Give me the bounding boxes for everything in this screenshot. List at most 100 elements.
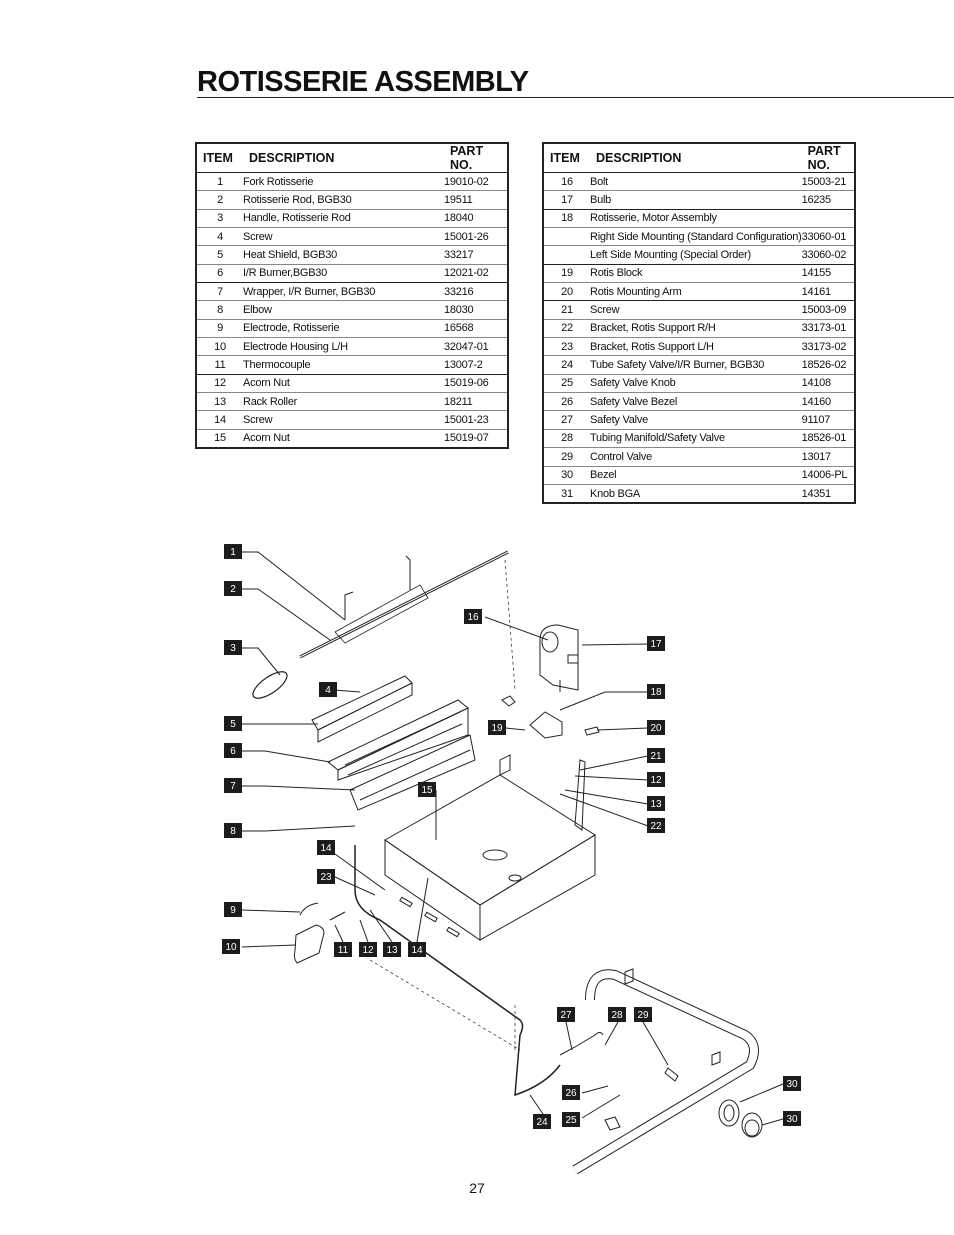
callout-number: 14 — [320, 843, 332, 854]
part-no-cell: 14160 — [801, 392, 854, 412]
callout-number: 15 — [421, 785, 433, 796]
part-no-cell: 18526-01 — [801, 429, 854, 449]
description-cell: Bracket, Rotis Support R/H — [590, 319, 802, 339]
callout-label: 8 — [224, 823, 242, 838]
callout-number: 13 — [386, 945, 398, 956]
part-no-cell: 91107 — [801, 410, 854, 430]
callout-label: 27 — [557, 1007, 575, 1022]
item-cell: 15 — [214, 432, 226, 445]
callout-label: 14 — [408, 942, 426, 957]
description-cell: Bezel — [590, 466, 802, 485]
description-cell: Electrode, Rotisserie — [243, 319, 444, 339]
title-rule — [197, 97, 954, 98]
electrode-drawing — [293, 902, 346, 964]
description-cell: Screw — [243, 410, 444, 430]
callout-label: 5 — [224, 716, 242, 731]
description-header: DESCRIPTION — [243, 144, 444, 173]
callout-label: 9 — [224, 902, 242, 917]
part-no-cell: 33060-01 — [801, 227, 854, 247]
callout-label: 22 — [647, 818, 665, 833]
callout-number: 24 — [536, 1117, 548, 1128]
item-cell: 23 — [544, 337, 590, 357]
callout-number: 26 — [565, 1088, 577, 1099]
part-no-cell: 15003-09 — [801, 300, 854, 320]
callout-label: 7 — [224, 778, 242, 793]
callout-number: 13 — [650, 799, 662, 810]
callout-label: 18 — [647, 684, 665, 699]
description-cell: Fork Rotisserie — [243, 172, 444, 192]
callout-number: 19 — [491, 723, 503, 734]
callout-label: 14 — [317, 840, 335, 855]
description-cell: Rotis Mounting Arm — [590, 282, 802, 302]
part-no-cell: 14155 — [801, 264, 854, 284]
callout-number: 12 — [362, 945, 374, 956]
item-cell: 29 — [544, 447, 590, 467]
part-no-cell: 14161 — [801, 282, 854, 302]
callout-number: 29 — [637, 1010, 649, 1021]
bezel-knob-drawing — [718, 1099, 763, 1138]
description-cell: Rotis Block — [590, 264, 802, 284]
part-no-cell: 33217 — [444, 245, 507, 265]
table-row: Right Side Mounting (Standard Configurat… — [544, 227, 854, 247]
callout-label: 17 — [647, 636, 665, 651]
callout-number: 11 — [338, 945, 349, 956]
description-cell: Rotisserie Rod, BGB30 — [243, 190, 444, 210]
description-cell: Acorn Nut — [243, 432, 290, 445]
callout-number: 2 — [230, 584, 236, 595]
description-cell: Control Valve — [590, 447, 802, 467]
item-cell: 27 — [544, 410, 590, 430]
part-no-cell: 18040 — [444, 209, 507, 229]
ir-burner-drawing — [327, 699, 469, 781]
item-cell: 20 — [544, 282, 590, 302]
callout-label: 24 — [533, 1114, 551, 1129]
item-cell: 28 — [544, 429, 590, 449]
item-cell: 19 — [544, 264, 590, 284]
item-cell: 8 — [197, 300, 243, 320]
heat-shield-drawing — [311, 675, 413, 743]
callout-number: 21 — [650, 751, 662, 762]
callout-label: 28 — [608, 1007, 626, 1022]
item-cell: 30 — [544, 466, 590, 485]
part-no-header: PART NO. — [801, 144, 854, 173]
item-cell: 11 — [197, 355, 243, 375]
description-cell: Bolt — [590, 172, 802, 192]
part-no-cell: 14006-PL — [801, 466, 854, 485]
item-header: ITEM — [544, 144, 590, 173]
item-header: ITEM — [197, 144, 243, 173]
description-cell: Left Side Mounting (Special Order) — [590, 245, 802, 265]
item-cell: 17 — [544, 190, 590, 210]
part-no-cell: 14108 — [801, 374, 854, 394]
callout-label: 15 — [418, 782, 436, 797]
callout-number: 12 — [650, 775, 662, 786]
item-cell: 3 — [197, 209, 243, 229]
callout-label: 30 — [783, 1111, 801, 1126]
callout-number: 18 — [650, 687, 662, 698]
part-no-cell: 18211 — [444, 392, 507, 412]
item-cell: 16 — [544, 172, 590, 192]
part-no-cell: 33216 — [444, 282, 507, 302]
item-cell: 18 — [544, 209, 590, 229]
description-cell: Heat Shield, BGB30 — [243, 245, 444, 265]
page-title: ROTISSERIE ASSEMBLY — [197, 66, 529, 98]
description-cell: Tubing Manifold/Safety Valve — [590, 429, 802, 449]
description-cell: Electrode Housing L/H — [243, 337, 444, 357]
description-cell: Right Side Mounting (Standard Configurat… — [590, 227, 802, 247]
description-cell: Safety Valve — [590, 410, 802, 430]
description-cell: Acorn Nut — [243, 374, 444, 394]
callout-label: 10 — [222, 939, 240, 954]
callout-label: 13 — [383, 942, 401, 957]
